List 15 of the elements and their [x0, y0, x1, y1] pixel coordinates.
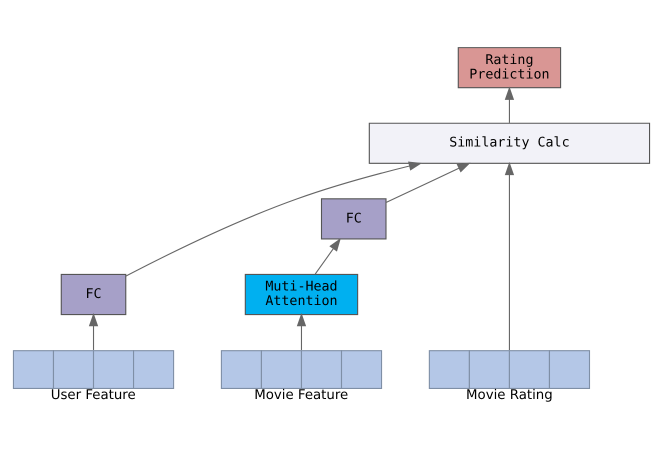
- node-box: Similarity Calc: [368, 122, 650, 164]
- arrow: [314, 238, 340, 274]
- arrow: [125, 161, 422, 276]
- node-box: Rating Prediction: [457, 46, 561, 88]
- node-box: Muti-Head Attention: [244, 273, 358, 315]
- node-box: FC: [60, 273, 126, 315]
- arrow: [88, 312, 98, 350]
- node-label: User Feature: [50, 388, 136, 403]
- node-label: Movie Rating: [466, 388, 552, 403]
- node-label: Movie Feature: [254, 388, 348, 403]
- arrow: [385, 162, 470, 203]
- arrow: [504, 86, 514, 122]
- arrow: [504, 161, 514, 350]
- node-box: FC: [320, 198, 386, 239]
- arrow: [296, 312, 306, 350]
